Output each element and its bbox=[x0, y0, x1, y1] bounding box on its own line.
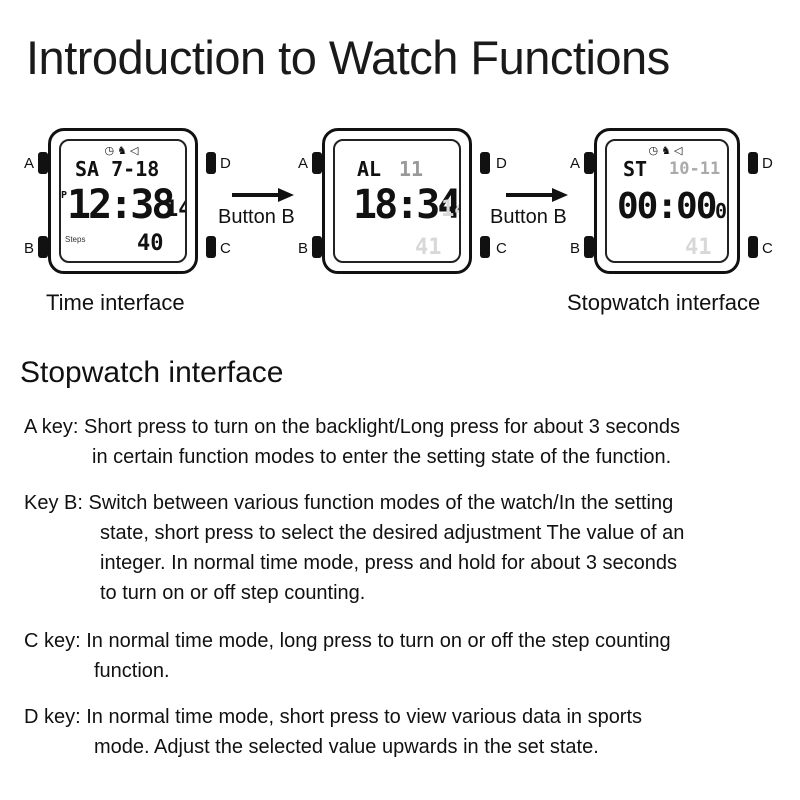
key-b-line-4: to turn on or off step counting. bbox=[100, 582, 366, 604]
key-label-a: A bbox=[298, 155, 309, 172]
key-label-c: C bbox=[220, 240, 231, 257]
watch-screen: AL 11 18:34 14 41 bbox=[333, 139, 461, 263]
seconds: 14 bbox=[165, 197, 185, 222]
key-a-line-2: in certain function modes to enter the s… bbox=[92, 446, 672, 468]
knob-a[interactable] bbox=[312, 152, 322, 174]
key-label-c: C bbox=[762, 240, 773, 257]
watch-case: AL 11 18:34 14 41 bbox=[322, 128, 472, 274]
knob-b[interactable] bbox=[584, 236, 594, 258]
knob-c[interactable] bbox=[748, 236, 758, 258]
alarm-icon: ◷ bbox=[104, 145, 118, 157]
steps-label: Steps bbox=[65, 235, 86, 244]
watch-stopwatch-interface: A B D C ◷♞◁ ST 10-11 00:00 00 41 bbox=[570, 128, 773, 278]
knob-a[interactable] bbox=[38, 152, 48, 174]
key-d-line-2: mode. Adjust the selected value upwards … bbox=[94, 736, 599, 758]
key-b-line-2: state, short press to select the desired… bbox=[100, 522, 685, 544]
key-label-b: B bbox=[24, 240, 35, 257]
knob-d[interactable] bbox=[748, 152, 758, 174]
knob-b[interactable] bbox=[312, 236, 322, 258]
status-icons: ◷♞◁ bbox=[61, 144, 185, 157]
knob-c[interactable] bbox=[480, 236, 490, 258]
stopwatch-time: 00:00 bbox=[617, 186, 717, 227]
arrow-right-icon bbox=[232, 188, 294, 202]
key-b-description: Key B: Switch between various function m… bbox=[24, 488, 684, 608]
key-label-d: D bbox=[496, 155, 507, 172]
bell-icon: ◁ bbox=[130, 145, 142, 157]
key-b-line-1: Key B: Switch between various function m… bbox=[24, 492, 674, 514]
key-a-description: A key: Short press to turn on the backli… bbox=[24, 412, 680, 472]
date-line: SA 7-18 bbox=[75, 157, 160, 181]
key-c-line-2: function. bbox=[94, 660, 170, 682]
transition-label: Button B bbox=[490, 206, 567, 228]
watch-screen: ◷♞◁ SA 7-18 P 12:38 14 Steps 40 bbox=[59, 139, 187, 263]
bottom-ghost: 41 bbox=[685, 235, 712, 260]
knob-a[interactable] bbox=[584, 152, 594, 174]
watch-case: ◷♞◁ ST 10-11 00:00 00 41 bbox=[594, 128, 740, 274]
stopwatch-hundredths: 00 bbox=[715, 199, 728, 223]
alarm-ghost-digits: 11 bbox=[399, 157, 424, 181]
arrow-right-icon bbox=[506, 188, 568, 202]
runner-icon: ♞ bbox=[661, 145, 674, 157]
caption-time-interface: Time interface bbox=[46, 290, 185, 315]
key-c-description: C key: In normal time mode, long press t… bbox=[24, 626, 671, 686]
alarm-time: 18:34 bbox=[353, 182, 459, 228]
key-d-line-1: D key: In normal time mode, short press … bbox=[24, 706, 643, 728]
key-d-description: D key: In normal time mode, short press … bbox=[24, 702, 642, 762]
stopwatch-ghost-digits: 10-11 bbox=[669, 159, 721, 179]
caption-stopwatch-interface: Stopwatch interface bbox=[567, 290, 761, 315]
stopwatch-line: ST bbox=[623, 157, 648, 181]
key-label-d: D bbox=[220, 155, 231, 172]
key-b-line-3: integer. In normal time mode, press and … bbox=[100, 552, 678, 574]
key-label-a: A bbox=[24, 155, 35, 172]
p-indicator: P bbox=[61, 190, 68, 201]
key-label-c: C bbox=[496, 240, 507, 257]
key-label-b: B bbox=[570, 240, 581, 257]
watch-alarm-interface: A B D C AL 11 18:34 14 41 bbox=[298, 128, 507, 278]
seconds-ghost: 14 bbox=[441, 197, 459, 222]
key-c-line-1: C key: In normal time mode, long press t… bbox=[24, 630, 671, 652]
section-heading: Stopwatch interface bbox=[20, 356, 284, 389]
alarm-icon: ◷ bbox=[648, 145, 662, 157]
alarm-line: AL bbox=[357, 157, 382, 181]
page-title: Introduction to Watch Functions bbox=[26, 31, 670, 84]
watch-time-interface: A B D C ◷♞◁ SA 7-18 P 12:38 14 Steps 40 bbox=[24, 128, 231, 278]
watch-case: ◷♞◁ SA 7-18 P 12:38 14 Steps 40 bbox=[48, 128, 198, 274]
steps-value: 40 bbox=[137, 231, 164, 256]
runner-icon: ♞ bbox=[117, 145, 130, 157]
key-label-a: A bbox=[570, 155, 581, 172]
knob-d[interactable] bbox=[480, 152, 490, 174]
knob-b[interactable] bbox=[38, 236, 48, 258]
key-label-b: B bbox=[298, 240, 309, 257]
bottom-ghost: 41 bbox=[415, 235, 442, 260]
key-a-line-1: A key: Short press to turn on the backli… bbox=[24, 416, 680, 438]
knob-d[interactable] bbox=[206, 152, 216, 174]
status-icons: ◷♞◁ bbox=[607, 144, 727, 157]
knob-c[interactable] bbox=[206, 236, 216, 258]
bell-icon: ◁ bbox=[674, 145, 686, 157]
transition-label: Button B bbox=[218, 206, 295, 228]
watch-screen: ◷♞◁ ST 10-11 00:00 00 41 bbox=[605, 139, 729, 263]
time-main: 12:38 bbox=[67, 182, 175, 228]
key-label-d: D bbox=[762, 155, 773, 172]
